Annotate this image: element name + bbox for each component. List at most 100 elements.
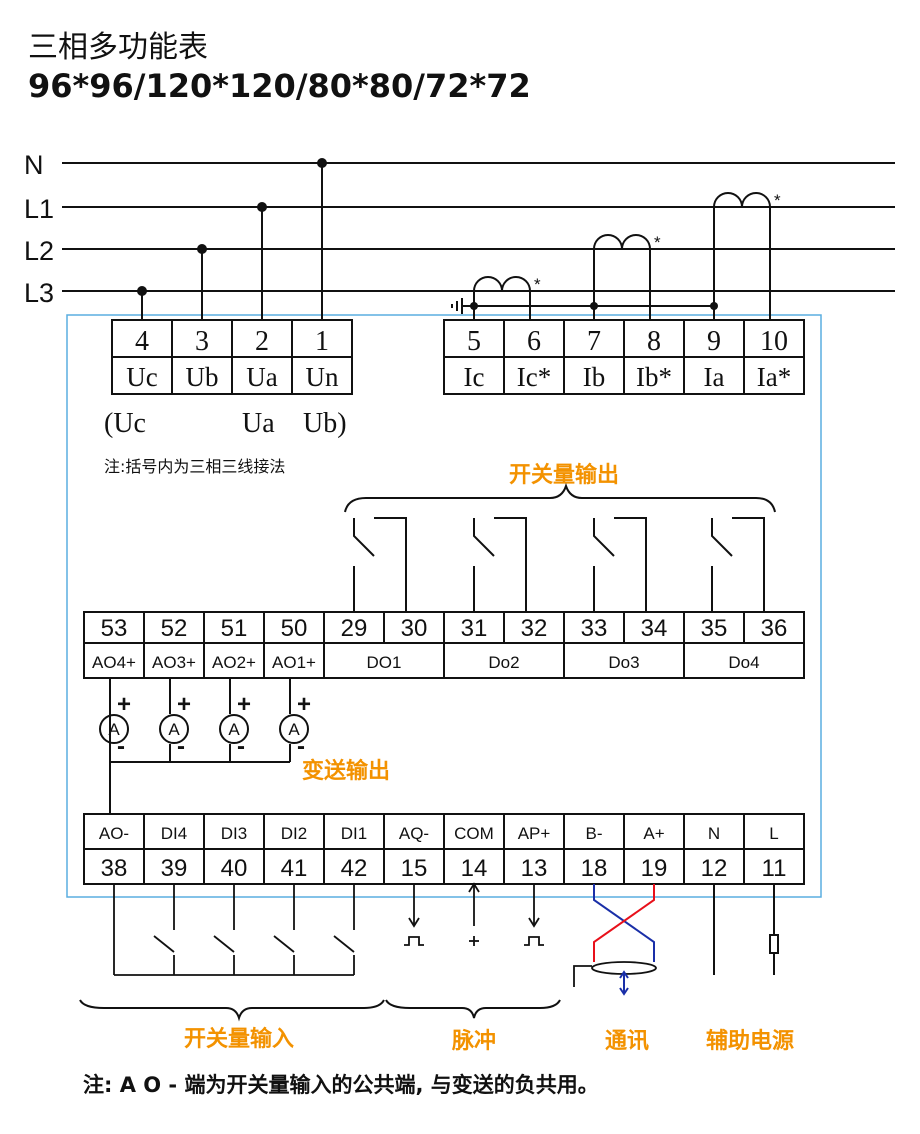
terminal-signal: AO4+ [92,653,136,672]
switch-input-wiring [113,884,355,976]
minus-sign: - [297,733,305,760]
terminal-signal: Ib* [636,362,672,392]
terminal-signal: AQ- [399,824,429,843]
terminal-signal: Do2 [488,653,519,672]
terminal-number: 14 [461,855,488,882]
minus-sign: - [117,733,125,760]
terminal-signal: DO1 [367,653,402,672]
terminal-signal: DI3 [221,824,247,843]
terminal-signal: Ia [704,362,725,392]
terminal-signal: Do4 [728,653,759,672]
bottom-terminal-block [83,813,805,885]
current-terminal-block [443,319,805,395]
terminal-number: 50 [281,615,308,642]
terminal-signal: COM [454,824,494,843]
terminal-number: 32 [521,615,548,642]
meter-body-outline [66,314,822,898]
terminal-number: 1 [315,326,329,357]
terminal-number: 3 [195,326,209,357]
terminal-number: 5 [467,326,481,357]
terminal-signal: Ua [246,362,277,392]
line-label-l2: L2 [24,236,54,266]
ct-polarity-mark: * [534,275,541,294]
terminal-signal: Uc [126,362,157,392]
terminal-number: 4 [135,326,149,357]
pulse-wiring [404,882,544,946]
footer-note: 注: A O - 端为开关量输入的公共端, 与变送的负共用。 [83,1073,599,1097]
line-label-l1: L1 [24,194,54,224]
terminal-number: 18 [581,855,608,882]
three-wire-label-ub: Ub) [303,408,347,439]
terminal-signal: AP+ [518,824,551,843]
terminal-number: 36 [761,615,788,642]
terminal-number: 31 [461,615,488,642]
terminal-number: 33 [581,615,608,642]
terminal-signal: Ib [583,362,606,392]
terminal-number: 51 [221,615,248,642]
minus-sign: - [237,733,245,760]
aux-power-wiring [713,884,779,975]
terminal-number: 35 [701,615,728,642]
pulse-brace [385,999,561,1019]
ammeter-symbol: A [288,720,300,739]
analog-output-wiring [99,678,309,814]
switch-output-label: 开关量输出 [509,462,619,488]
terminal-number: 38 [101,855,128,882]
terminal-signal: AO1+ [272,653,316,672]
rs485-wiring [573,884,657,996]
terminal-number: 53 [101,615,128,642]
terminal-signal: AO3+ [152,653,196,672]
terminal-signal: AO- [99,824,129,843]
minus-sign: - [177,733,185,760]
terminal-signal: A+ [643,824,664,843]
terminal-number: 39 [161,855,188,882]
terminal-signal: Ic [464,362,485,392]
terminal-number: 11 [762,855,787,882]
terminal-signal: Ic* [517,362,551,392]
comm-label: 通讯 [605,1029,649,1054]
terminal-signal: B- [586,824,603,843]
terminal-number: 10 [760,326,788,357]
ct-junction-dots [470,302,718,310]
three-wire-label-ua: Ua [242,408,275,439]
ct-polarity-mark: * [774,191,781,210]
switch-output-brace [344,482,776,513]
voltage-taps [137,158,327,320]
terminal-number: 29 [341,615,368,642]
aux-power-label: 辅助电源 [706,1028,794,1054]
terminal-number: 40 [221,855,248,882]
terminal-number: 52 [161,615,188,642]
terminal-number: 2 [255,326,269,357]
current-transformers [451,192,771,320]
terminal-number: 7 [587,326,601,357]
terminal-number: 15 [401,855,428,882]
terminal-signal: L [769,824,778,843]
terminal-number: 19 [641,855,668,882]
relay-contacts [353,517,765,612]
terminal-number: 9 [707,326,721,357]
plus-sign: + [237,691,251,718]
terminal-signal: Do3 [608,653,639,672]
terminal-signal: Ia* [757,362,791,392]
terminal-number: 34 [641,615,668,642]
three-wire-label-uc: (Uc [104,408,146,439]
size-variants: 96*96/120*120/80*80/72*72 [28,67,531,105]
plus-sign: + [297,691,311,718]
terminal-signal: DI2 [281,824,307,843]
three-wire-note: 注:括号内为三相三线接法 [104,457,285,476]
page-title: 三相多功能表 [28,30,208,65]
pulse-label: 脉冲 [451,1029,496,1054]
switch-input-brace [79,999,385,1022]
terminal-signal: DI4 [161,824,187,843]
voltage-terminal-block [111,319,353,395]
switch-input-label: 开关量输入 [184,1026,294,1052]
mid-terminal-block [83,611,805,679]
terminal-signal: N [708,824,720,843]
plus-sign: + [177,691,191,718]
terminal-number: 6 [527,326,541,357]
terminal-number: 41 [281,855,308,882]
line-label-n: N [24,150,44,180]
terminal-signal: AO2+ [212,653,256,672]
terminal-signal: DI1 [341,824,367,843]
